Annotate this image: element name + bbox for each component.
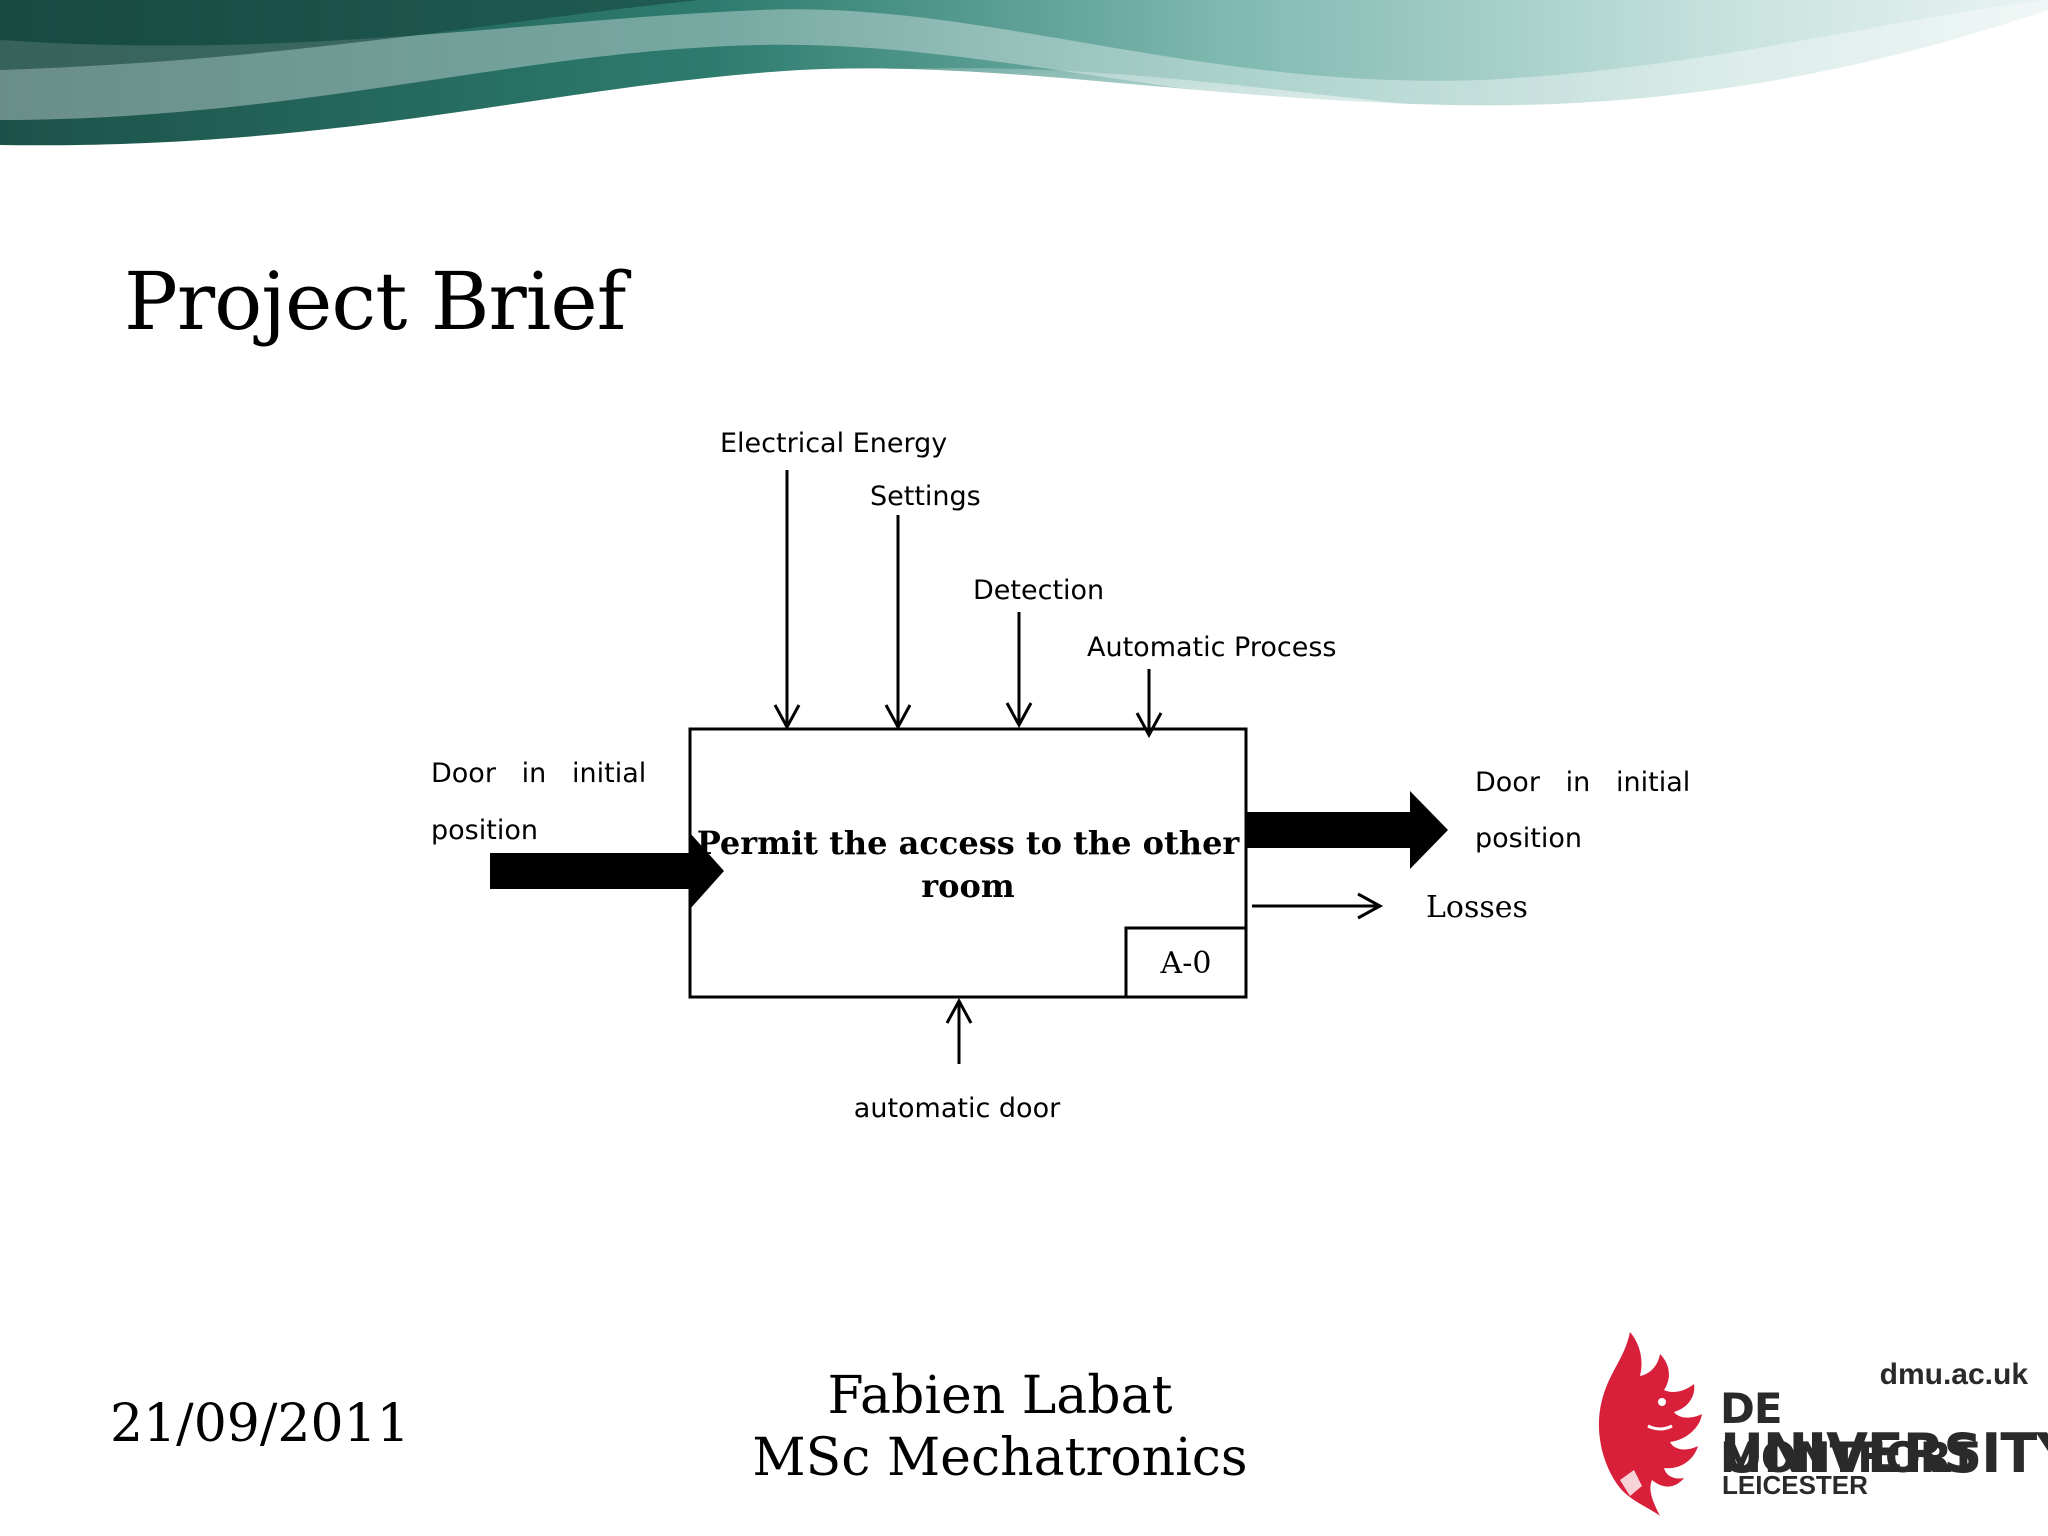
control-arrow-detection — [1005, 612, 1033, 729]
footer-author-block: Fabien Labat MSc Mechatronics — [700, 1365, 1300, 1489]
program-name: MSc Mechatronics — [752, 1428, 1248, 1488]
author-name: Fabien Labat — [827, 1366, 1173, 1426]
control-label-detection: Detection — [973, 575, 1104, 606]
output-arrow — [1246, 791, 1448, 869]
logo-line3: LEICESTER — [1722, 1470, 1868, 1500]
input-arrow — [490, 833, 724, 909]
function-label-line1: Permit the access to the other — [697, 824, 1241, 862]
function-label-line2: room — [921, 867, 1015, 905]
university-logo: dmu.ac.uk DE MONTFORT UNIVERSITY LEICEST… — [1590, 1330, 2048, 1520]
control-label-automatic-process: Automatic Process — [1087, 632, 1336, 663]
logo-line1: DE MONTFORT — [1720, 1384, 1978, 1482]
node-id-box — [1124, 926, 1248, 999]
control-arrow-settings — [884, 515, 912, 731]
mechanism-label: automatic door — [854, 1093, 1061, 1124]
control-label-settings: Settings — [870, 481, 981, 512]
input-label-line2: position — [431, 815, 538, 846]
control-arrow-automatic-process — [1135, 669, 1163, 739]
output-label-line2: position — [1475, 823, 1582, 854]
node-id-label: A-0 — [1160, 946, 1212, 981]
control-label-electrical-energy: Electrical Energy — [720, 428, 947, 459]
header-banner — [0, 0, 2048, 150]
dragon-emblem-icon — [1598, 1332, 1702, 1516]
logo-line2: UNIVERSITY — [1720, 1422, 2048, 1485]
control-arrow-electrical-energy — [773, 470, 801, 731]
losses-arrow — [1252, 892, 1384, 920]
input-label-line1: Door in initial — [431, 758, 646, 789]
losses-label: Losses — [1426, 890, 1528, 925]
slide-title: Project Brief — [124, 255, 626, 348]
logo-url: dmu.ac.uk — [1879, 1358, 2028, 1391]
footer-date: 21/09/2011 — [110, 1394, 410, 1454]
mechanism-arrow — [945, 997, 973, 1064]
output-label-line1: Door in initial — [1475, 767, 1690, 798]
